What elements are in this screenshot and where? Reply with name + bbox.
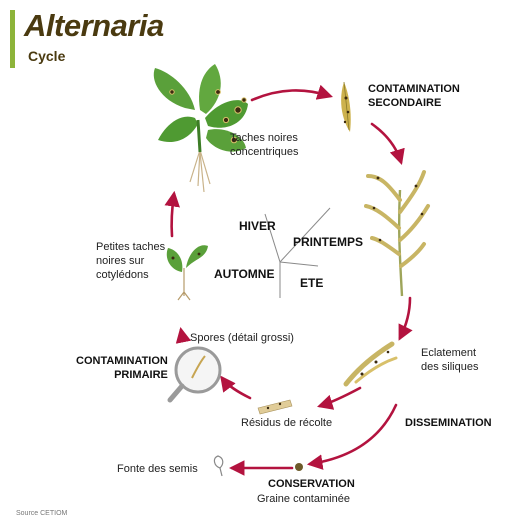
arrow-plant-to-secondary xyxy=(250,84,333,102)
label-taches-noires: Taches noires concentriques xyxy=(230,132,299,158)
arrow-burst-to-residues xyxy=(317,386,362,410)
page-title: Alternaria xyxy=(24,8,164,43)
label-residus-de-recolte: Résidus de récolte xyxy=(241,417,333,429)
arrow-pods-to-burst xyxy=(398,296,413,341)
seed-dot xyxy=(295,463,303,471)
cycle-arrows xyxy=(164,84,413,476)
label-eclatement-siliques: Eclatement des siliques xyxy=(421,347,479,373)
arrow-dissemination-to-seed xyxy=(306,403,398,470)
season-dividers xyxy=(264,207,331,298)
arrow-residues-to-lens xyxy=(220,375,252,400)
label-graine-contaminee: Graine contaminée xyxy=(257,493,350,505)
season-automne: AUTOMNE xyxy=(214,267,275,281)
label-contamination-secondaire: CONTAMINATION SECONDAIRE xyxy=(368,83,460,109)
label-spores: Spores (détail grossi) xyxy=(190,332,294,344)
adult-plant-illustration xyxy=(153,64,248,193)
infected-leaf-illustration xyxy=(341,81,351,132)
pod-stalk-illustration xyxy=(364,170,430,297)
damping-off-seedling xyxy=(213,455,224,477)
label-fonte-des-semis: Fonte des semis xyxy=(117,463,198,475)
season-printemps: PRINTEMPS xyxy=(293,235,364,249)
seedling-illustration xyxy=(166,245,208,301)
label-contamination-primaire: CONTAMINATION PRIMAIRE xyxy=(76,355,168,381)
label-dissemination: DISSEMINATION xyxy=(405,417,492,429)
arrow-cotyledon-to-plant xyxy=(164,190,180,238)
label-conservation: CONSERVATION xyxy=(268,478,355,490)
title-accent-bar xyxy=(10,10,15,68)
magnifier-illustration xyxy=(167,346,222,403)
source-credit: Source CETIOM xyxy=(16,510,68,517)
season-hiver: HIVER xyxy=(239,219,276,233)
page-subtitle: Cycle xyxy=(28,48,66,64)
season-ete: ETE xyxy=(300,276,324,290)
harvest-residues-illustration xyxy=(257,399,293,415)
arrow-secondary-to-pods xyxy=(370,122,405,165)
arrow-lens-to-spores xyxy=(175,326,192,344)
label-petites-taches: Petites taches noires sur cotylédons xyxy=(96,241,166,281)
burst-pod-illustration xyxy=(343,341,398,387)
